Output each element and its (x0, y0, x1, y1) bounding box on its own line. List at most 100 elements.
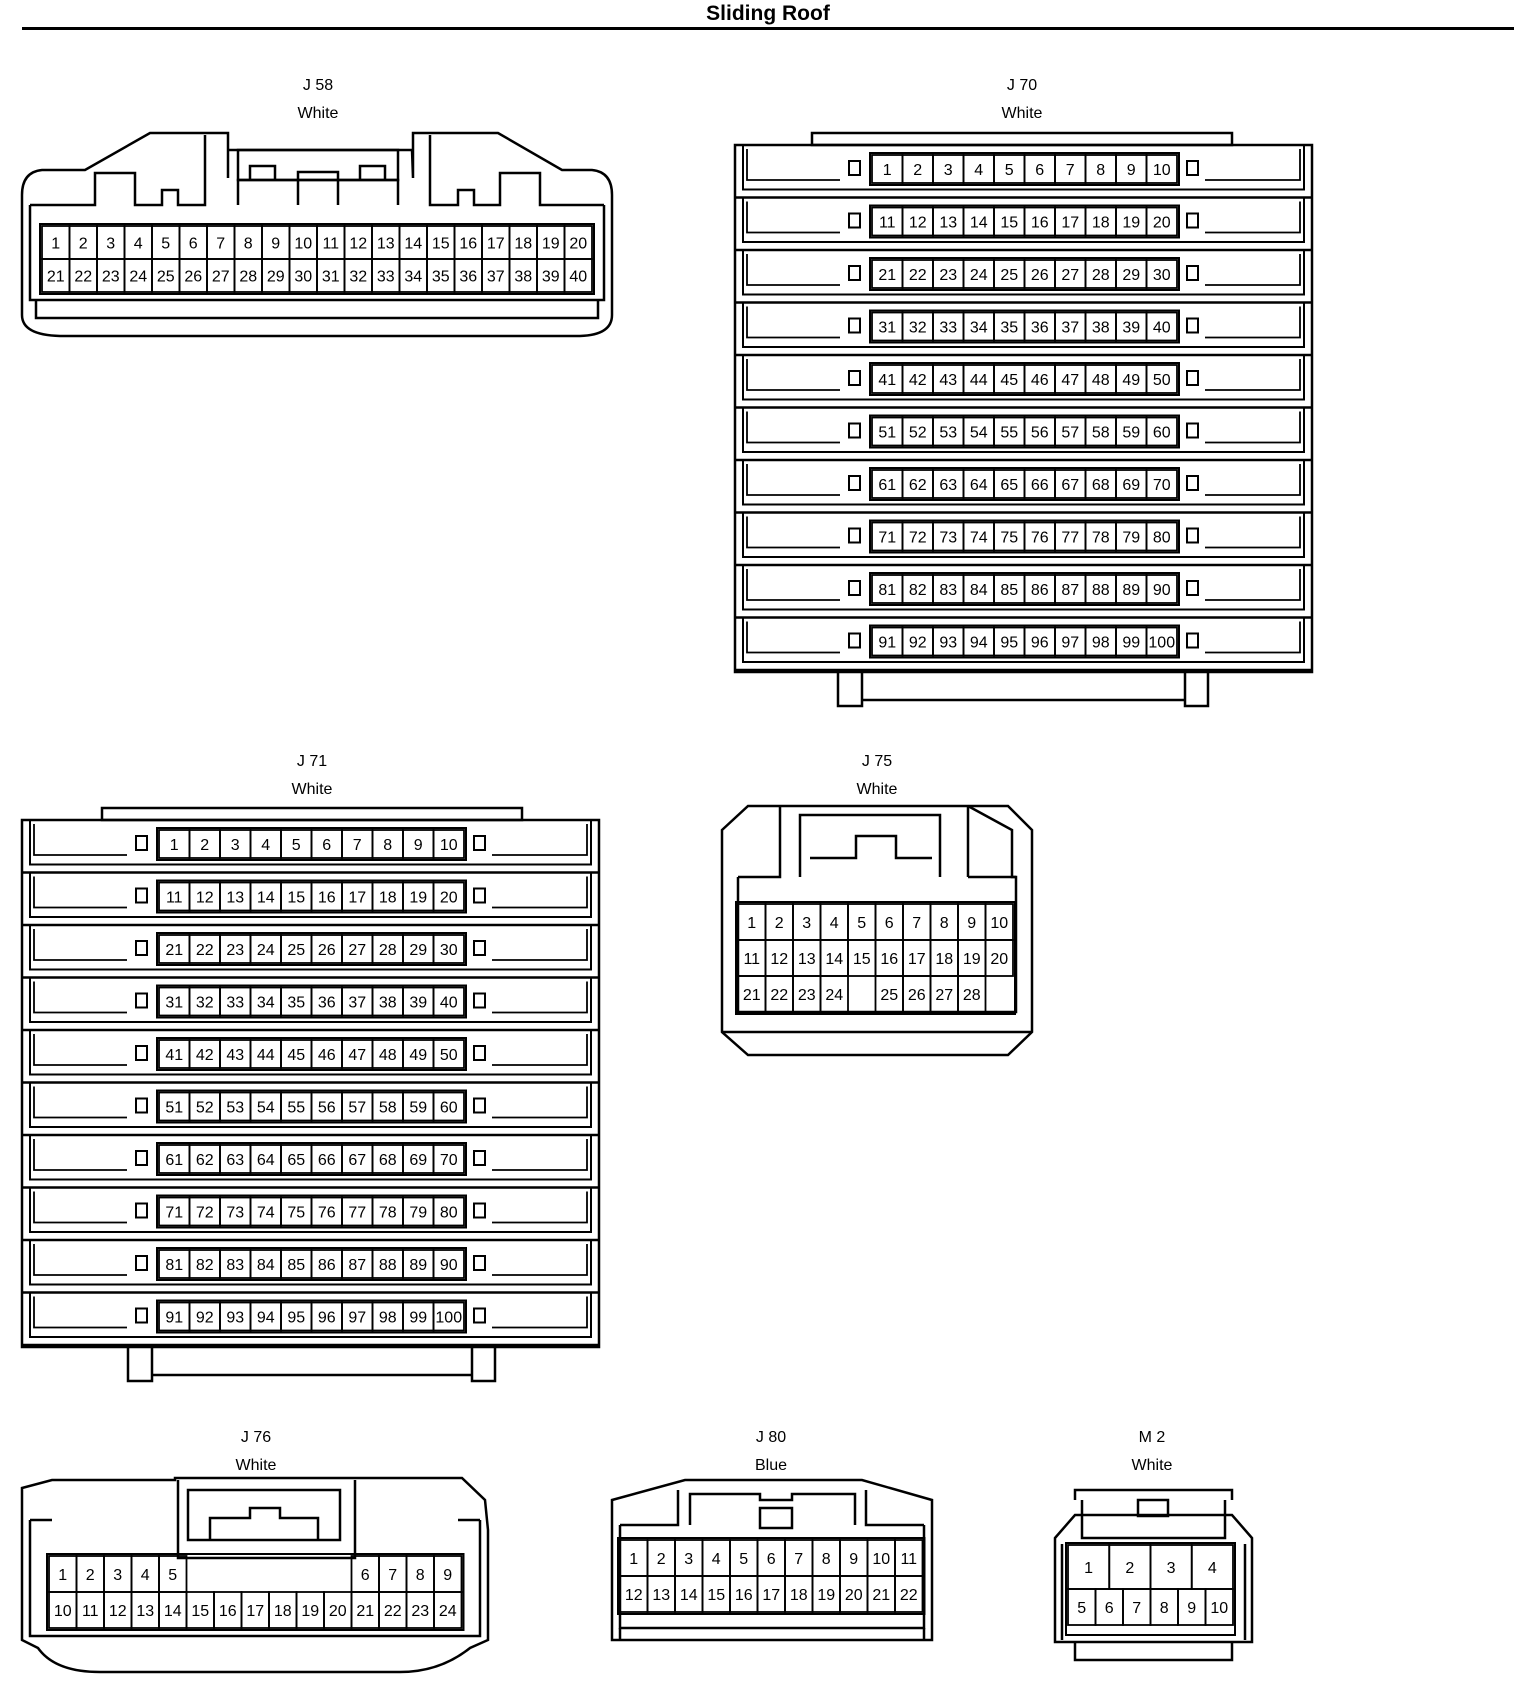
pin-number: 26 (908, 987, 926, 1004)
pin-cavity: 18 (929, 939, 959, 977)
pin-cavity: 25 (993, 259, 1026, 289)
pin-cavity: 19 (957, 939, 987, 977)
pin-number: 79 (1122, 530, 1140, 547)
pin-cavity: 40 (1145, 311, 1178, 342)
pin-cavity: 19 (1115, 206, 1148, 237)
pin-cavity: 11 (737, 939, 767, 977)
pin-number: 16 (880, 951, 898, 968)
pin-number: 18 (274, 1603, 292, 1620)
pin-number: 6 (767, 1551, 776, 1568)
pin-cavity: 14 (674, 1575, 704, 1613)
pin-number: 8 (1160, 1600, 1169, 1617)
pin-cavity: 37 (1054, 311, 1087, 342)
pin-cavity: 4 (249, 829, 282, 859)
pin-cavity: 1 (737, 903, 767, 941)
pin-number: 2 (86, 1567, 95, 1584)
pin-cavity: 86 (1023, 574, 1056, 604)
pin-cavity: 35 (993, 311, 1026, 342)
pin-number: 87 (1061, 582, 1079, 599)
pin-cavity: 35 (280, 986, 313, 1017)
pin-number: 2 (1125, 1560, 1134, 1577)
pin-cavity: 9 (957, 903, 987, 941)
pin-number: 6 (322, 837, 331, 854)
pin-number: 14 (825, 951, 843, 968)
pin-cavity: 84 (962, 574, 995, 604)
pin-number: 6 (189, 236, 198, 253)
pin-number: 1 (747, 915, 756, 932)
pin-number: 15 (432, 236, 450, 253)
pin-cavity: 84 (249, 1249, 282, 1279)
pin-cavity: 21 (866, 1575, 896, 1613)
pin-cavity: 68 (1084, 469, 1117, 499)
pin-number: 66 (1031, 477, 1049, 494)
pin-number: 26 (184, 269, 202, 286)
pin-number: 4 (712, 1551, 721, 1568)
pin-cavity: 9 (402, 829, 435, 859)
pin-cavity: 6 (1023, 154, 1056, 184)
pin-cavity: 56 (1023, 416, 1056, 447)
pin-cavity: 96 (310, 1301, 343, 1332)
pin-number: 51 (878, 425, 896, 442)
pin-cavity: 3 (96, 225, 126, 260)
pin-cavity: 24 (433, 1591, 463, 1629)
pin-number: 17 (348, 890, 366, 907)
pin-cavity: 6 (1094, 1588, 1124, 1626)
pin-number: 71 (165, 1205, 183, 1222)
pin-number: 95 (287, 1310, 305, 1327)
pin-number: 9 (849, 1551, 858, 1568)
pin-number: 5 (857, 915, 866, 932)
pin-cavity: 22 (901, 259, 934, 289)
pin-number: 5 (739, 1551, 748, 1568)
pin-cavity: 85 (993, 574, 1026, 604)
pin-number: 46 (318, 1047, 336, 1064)
pin-cavity: 39 (536, 258, 566, 293)
pin-number: 39 (1122, 320, 1140, 337)
pin-number: 45 (1000, 372, 1018, 389)
pin-number: 6 (361, 1567, 370, 1584)
pin-cavity: 3 (932, 154, 965, 184)
pin-number: 55 (287, 1100, 305, 1117)
pin-number: 3 (802, 915, 811, 932)
pin-number: 38 (379, 995, 397, 1012)
pin-number: 80 (1153, 530, 1171, 547)
pin-cavity: 6 (350, 1555, 380, 1593)
pin-cavity: 16 (213, 1591, 243, 1629)
pin-number: 11 (322, 236, 339, 253)
pin-number: 89 (1122, 582, 1140, 599)
pin-number: 52 (196, 1100, 214, 1117)
pin-cavity: 4 (123, 225, 153, 260)
connector-m2-housing (1053, 1488, 1254, 1662)
pin-cavity: 87 (341, 1249, 374, 1279)
pin-cavity: 29 (402, 934, 435, 964)
pin-cavity: 16 (874, 939, 904, 977)
pin-number: 14 (164, 1603, 182, 1620)
pin-number: 78 (379, 1205, 397, 1222)
pin-cavity: 76 (1023, 521, 1056, 552)
pin-number: 25 (157, 269, 175, 286)
pin-cavity: 88 (1084, 574, 1117, 604)
pin-cavity: 5 (993, 154, 1026, 184)
pin-number: 13 (652, 1587, 670, 1604)
pin-cavity: 14 (158, 1591, 188, 1629)
pin-cavity: 51 (871, 416, 904, 447)
pin-cavity: 8 (811, 1539, 841, 1577)
pin-number: 22 (900, 1587, 918, 1604)
pin-cavity: 28 (371, 934, 404, 964)
pin-number: 17 (246, 1603, 264, 1620)
pin-cavity: 43 (932, 364, 965, 394)
pin-cavity: 19 (811, 1575, 841, 1613)
pin-number: 35 (1000, 320, 1018, 337)
pin-number: 25 (287, 942, 305, 959)
pin-cavity: 21 (871, 259, 904, 289)
pin-cavity: 12 (103, 1591, 133, 1629)
connector-j71-housing (20, 806, 601, 1383)
pin-cavity: 91 (871, 626, 904, 657)
pin-number: 77 (348, 1205, 366, 1222)
pin-number: 5 (1077, 1600, 1086, 1617)
pin-number: 76 (1031, 530, 1049, 547)
pin-cavity: 8 (405, 1555, 435, 1593)
connector-color: Blue (754, 1457, 788, 1474)
pin-number: 15 (1000, 215, 1018, 232)
pin-number: 24 (257, 942, 275, 959)
pin-cavity: 79 (1115, 521, 1148, 552)
